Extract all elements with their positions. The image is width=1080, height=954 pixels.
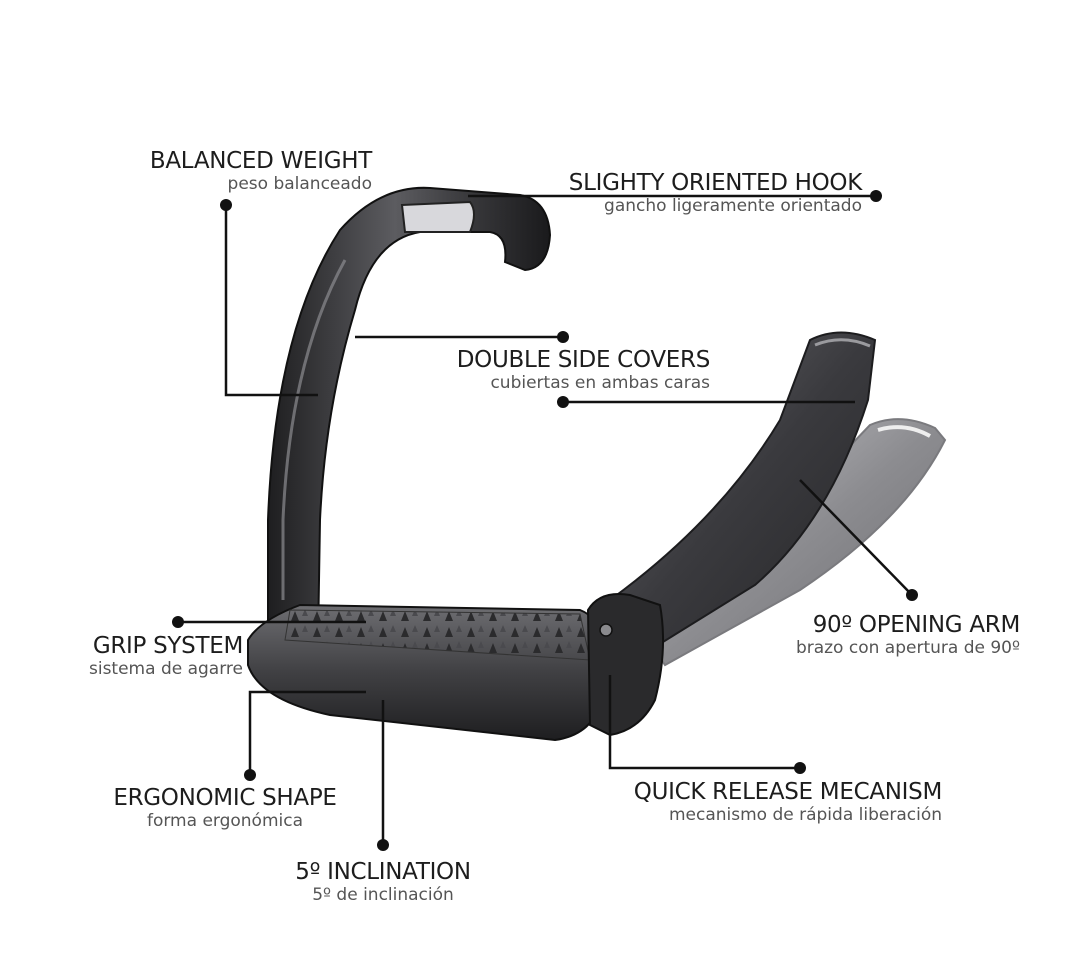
footbed-shape	[247, 603, 601, 742]
callout-oriented-hook: SLIGHTY ORIENTED HOOK gancho ligeramente…	[520, 170, 863, 216]
leader-double-side-covers	[355, 331, 855, 408]
opening-arm-subtitle: brazo con apertura de 90º	[795, 638, 1020, 658]
ergonomic-shape-title: ERGONOMIC SHAPE	[113, 785, 337, 811]
stirrup-bow-shape	[267, 186, 552, 641]
double-side-covers-subtitle: cubiertas en ambas caras	[490, 373, 710, 393]
leader-inclination	[377, 700, 389, 851]
grip-system-title: GRIP SYSTEM	[92, 633, 243, 659]
opening-arm-title: 90º OPENING ARM	[812, 612, 1021, 638]
double-side-covers-title: DOUBLE SIDE COVERS	[456, 347, 711, 373]
oriented-hook-subtitle: gancho ligeramente orientado	[604, 196, 862, 216]
hinge-shape	[586, 593, 665, 737]
leader-ergonomic-shape	[244, 690, 366, 781]
ghost-arm-shape	[653, 418, 947, 667]
oriented-hook-title: SLIGHTY ORIENTED HOOK	[568, 170, 863, 196]
leader-oriented-hook	[468, 190, 882, 202]
callout-grip-system: GRIP SYSTEM sistema de agarre	[50, 633, 243, 679]
callout-inclination: 5º INCLINATION 5º de inclinación	[270, 859, 496, 905]
opening-arm-shape	[608, 331, 877, 652]
leader-opening-arm	[799, 479, 918, 601]
balanced-weight-title: BALANCED WEIGHT	[149, 148, 372, 174]
leader-balanced-weight	[220, 199, 318, 397]
callout-balanced-weight: BALANCED WEIGHT peso balanceado	[110, 148, 372, 194]
balanced-weight-subtitle: peso balanceado	[227, 174, 372, 194]
callout-ergonomic-shape: ERGONOMIC SHAPE forma ergonómica	[90, 785, 360, 831]
quick-release-title: QUICK RELEASE MECANISM	[633, 779, 943, 805]
inclination-subtitle: 5º de inclinación	[312, 885, 454, 905]
ergonomic-shape-subtitle: forma ergonómica	[146, 811, 304, 831]
quick-release-subtitle: mecanismo de rápida liberación	[668, 805, 942, 825]
grip-system-subtitle: sistema de agarre	[89, 659, 243, 679]
callout-opening-arm: 90º OPENING ARM brazo con apertura de 90…	[740, 612, 1020, 658]
inclination-title: 5º INCLINATION	[295, 859, 471, 885]
leader-grip-system	[172, 616, 366, 628]
callout-quick-release: QUICK RELEASE MECANISM mecanismo de rápi…	[590, 779, 943, 825]
callout-double-side-covers: DOUBLE SIDE COVERS cubiertas en ambas ca…	[430, 347, 711, 393]
leader-quick-release	[608, 675, 806, 774]
